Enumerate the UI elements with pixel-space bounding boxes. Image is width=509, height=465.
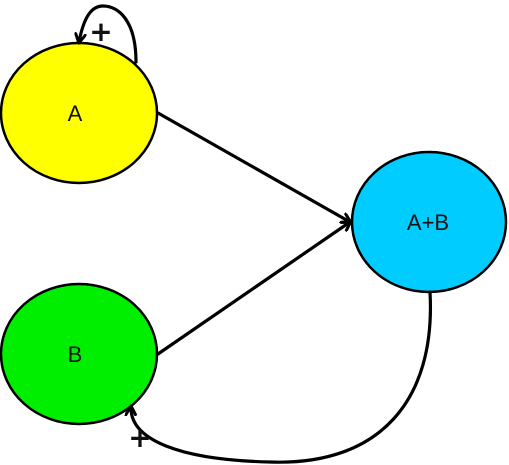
edge-ab-to-b-sign: + <box>128 421 151 454</box>
edge-a-to-ab <box>156 111 350 222</box>
edge-ab-to-b <box>131 290 433 464</box>
edge-a-self-loop-sign: + <box>89 15 112 48</box>
node-a-label: A <box>68 101 83 126</box>
node-b-label: B <box>68 342 83 367</box>
node-ab: A+B <box>350 150 508 294</box>
node-ab-label: A+B <box>407 210 449 235</box>
edge-b-to-ab <box>156 222 350 356</box>
edge-a-self-loop <box>79 4 138 64</box>
node-b: B <box>0 282 159 426</box>
node-a: A <box>0 41 159 185</box>
